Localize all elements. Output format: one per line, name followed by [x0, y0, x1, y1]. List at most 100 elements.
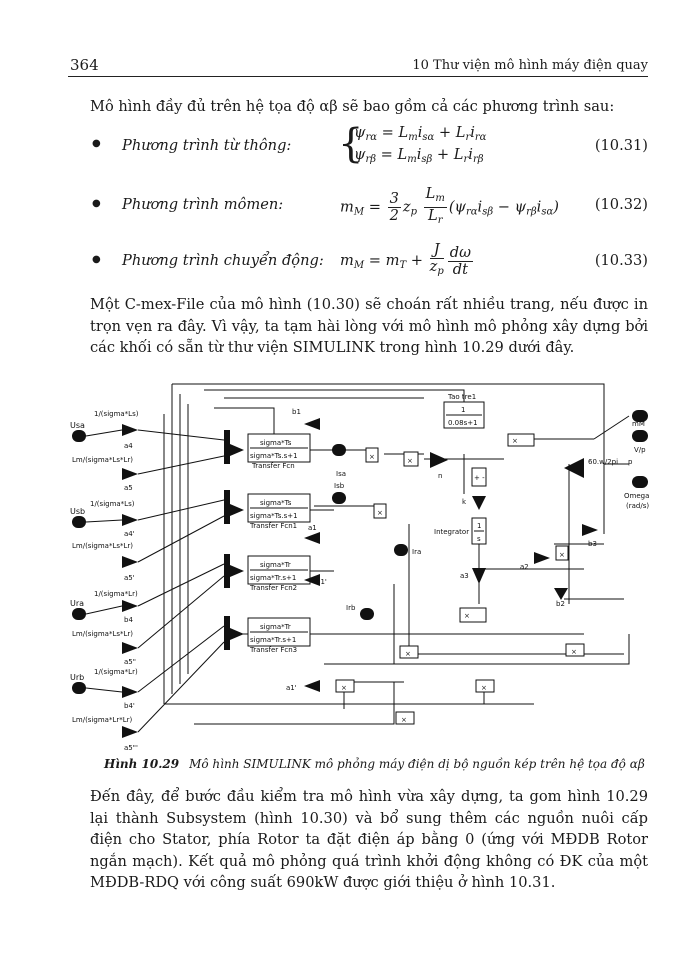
input-usa	[72, 430, 86, 442]
input-ports	[72, 430, 86, 694]
mux-bar	[224, 430, 230, 464]
gain-triangle	[122, 514, 138, 526]
equation-flux: ● Phương trình từ thông: { ψrα = Lmisα +…	[92, 121, 648, 170]
equation-number: (10.33)	[594, 252, 648, 269]
brace: {	[338, 121, 364, 167]
label-omega: Omega	[624, 492, 649, 500]
equation-number: (10.32)	[594, 196, 648, 213]
product-block	[395, 711, 415, 725]
label-gain6: Lm/(sigma*Ls*Lr)	[72, 630, 133, 638]
product-block	[373, 503, 387, 519]
gain-triangle	[122, 424, 138, 436]
label-usb: Usb	[70, 507, 85, 516]
svg-text:×: ×	[559, 551, 565, 559]
label-gain5: 1/(sigma*Lr)	[94, 590, 138, 598]
gain-k	[472, 496, 486, 510]
tao-den: 0.08s+1	[448, 419, 478, 427]
int-num: 1	[477, 522, 481, 530]
output-mm	[632, 410, 648, 422]
int-den: s	[477, 535, 481, 543]
paragraph-2: Đến đây, để bước đầu kiểm tra mô hình vừ…	[90, 788, 648, 891]
gain-b1p	[304, 574, 320, 586]
svg-text:×: ×	[481, 684, 487, 692]
tf4-name: Transfer Fcn3	[249, 646, 297, 654]
label-omega-units: (rad/s)	[626, 502, 649, 510]
label-tao-tre: Tao tre1	[447, 393, 476, 401]
chapter-title: 10 Thư viện mô hình máy điện quay	[412, 58, 648, 73]
input-urb	[72, 682, 86, 694]
tf2-den: sigma*Ts.s+1	[250, 512, 298, 520]
wire	[194, 682, 395, 725]
gain-b1	[304, 418, 320, 430]
gain-b2	[554, 588, 568, 600]
tf3-den: sigma*Tr.s+1	[250, 574, 296, 582]
equation-line-1: ψrα = Lmisα + Lrirα	[354, 124, 487, 143]
wire	[324, 634, 630, 665]
label-b1: b1	[292, 408, 301, 416]
input-usb	[72, 516, 86, 528]
svg-text:×: ×	[369, 453, 375, 461]
label-b3: b3	[588, 540, 597, 548]
label-gain1: 1/(sigma*Ls)	[94, 410, 139, 418]
svg-text:×: ×	[571, 648, 577, 656]
tf1-den: sigma*Ts.s+1	[250, 452, 298, 460]
svg-text:×: ×	[401, 716, 407, 724]
header-rule	[68, 76, 648, 77]
page-number: 364	[70, 56, 99, 74]
svg-text:×: ×	[405, 650, 411, 658]
svg-text:×: ×	[512, 437, 518, 445]
mux-bar	[224, 554, 230, 588]
gain-a2	[534, 552, 550, 564]
label-gain7: 1/(sigma*Lr)	[94, 668, 138, 676]
label-vp: V/p	[634, 446, 646, 454]
output-irb	[360, 608, 374, 620]
svg-text:×: ×	[464, 612, 470, 620]
label-a3: a3	[460, 572, 469, 580]
tf2-name: Transfer Fcn1	[249, 522, 297, 530]
label-a1p: a1'	[286, 684, 297, 692]
label-n: n	[438, 472, 442, 480]
gain-omega	[564, 458, 584, 478]
label-ira: Ira	[412, 548, 421, 556]
output-isb	[332, 492, 346, 504]
gain-a1p	[304, 680, 320, 692]
equation-line-2: ψrβ = Lmisβ + Lrirβ	[354, 146, 484, 165]
equation-label: Phương trình mômen:	[122, 196, 284, 213]
product-block	[459, 607, 487, 623]
label-gain3: 1/(sigma*Ls)	[90, 500, 135, 508]
gain-b3	[582, 524, 598, 536]
product-block	[475, 679, 495, 693]
wire	[204, 389, 465, 424]
equation-number: (10.31)	[594, 137, 648, 154]
label-ura: Ura	[70, 599, 84, 608]
label-a5ppp: a5"'	[124, 744, 138, 752]
input-ura	[72, 608, 86, 620]
label-a1: a1	[308, 524, 317, 532]
label-b1p: b1'	[316, 578, 327, 586]
product-block	[507, 433, 535, 447]
product-block	[365, 447, 379, 463]
output-vp	[632, 430, 648, 442]
gain-a3	[472, 568, 486, 584]
svg-text:+ -: + -	[474, 474, 485, 482]
label-integrator: Integrator	[434, 528, 469, 536]
output-ira	[394, 544, 408, 556]
label-gain4: Lm/(sigma*Ls*Lr)	[72, 542, 133, 550]
gain-triangle	[122, 726, 138, 738]
gain-n	[430, 452, 448, 468]
gain-triangle	[122, 468, 138, 480]
gain-a1	[304, 532, 320, 544]
product-block	[565, 643, 585, 657]
tf4-num: sigma*Tr	[260, 623, 291, 631]
label-b4p: b4'	[124, 702, 135, 710]
paragraph-1: Một C-mex-File của mô hình (10.30) sẽ ch…	[90, 296, 648, 356]
tf2-num: sigma*Ts	[260, 499, 292, 507]
tf3-num: sigma*Tr	[260, 561, 291, 569]
label-a4: a4	[124, 442, 133, 450]
bullet: ●	[92, 198, 101, 209]
label-usa: Usa	[70, 421, 85, 430]
product-block	[403, 451, 419, 467]
